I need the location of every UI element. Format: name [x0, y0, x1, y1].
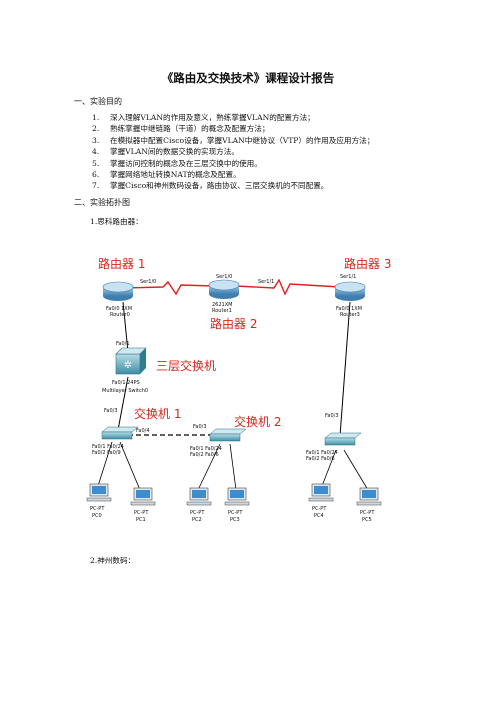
port-fa03c: Fa0/3: [325, 413, 339, 419]
pc1-icon[interactable]: [130, 487, 156, 506]
port-ser10-b: Ser1/0: [216, 274, 232, 280]
subheading-cisco: 1.思科路由器：: [90, 217, 143, 226]
link-sw1-pc1: [119, 441, 141, 491]
sw1-ports2: Fa0/2 Fa0/9: [92, 450, 121, 456]
link-ms-sw1: [117, 376, 129, 431]
item-text: 掌握网络地址转换NAT的概念及配置。: [110, 170, 241, 180]
section2-heading: 二、实验拓扑图: [74, 198, 130, 207]
pc3-name: PC3: [230, 517, 240, 523]
pc1-type: PC-PT: [134, 510, 149, 516]
sw2-ports2: Fa0/2 Fa0/6: [190, 452, 219, 458]
pc3-type: PC-PT: [228, 510, 243, 516]
item-number: 5.: [92, 158, 100, 168]
pc1-name: PC1: [136, 517, 146, 523]
router3-name: Router3: [340, 312, 360, 318]
switch2-icon[interactable]: [209, 428, 247, 442]
router0-name: Router0: [110, 312, 130, 318]
label-router1: 路由器 1: [98, 256, 145, 271]
item-number: 3.: [92, 135, 100, 145]
pc0-name: PC0: [92, 513, 102, 519]
ms-name: Multilayer Switch0: [102, 388, 148, 394]
list-item: 1. 深入理解VLAN的作用及意义，熟练掌握VLAN的配置方法；: [92, 112, 374, 123]
objectives-list: 1. 深入理解VLAN的作用及意义，熟练掌握VLAN的配置方法； 2. 熟练掌握中继…: [92, 112, 374, 192]
sw3-ports2: Fa0/2 Fa0/6: [306, 456, 335, 462]
topology-diagram: ✲ 路由器 1: [86, 256, 391, 523]
router3-model: Fa0/0 1XM: [336, 306, 362, 312]
label-switch2: 交换机 2: [234, 414, 281, 429]
serial-link-r0-r1: [122, 280, 214, 296]
pc2-icon[interactable]: [186, 487, 212, 506]
label-switch1: 交换机 1: [134, 406, 181, 421]
item-text: 掌握VLAN间的数据交换的实现方法。: [110, 147, 239, 157]
port-ser10-a: Ser1/0: [140, 279, 156, 285]
item-number: 1.: [92, 113, 100, 122]
pc4-icon[interactable]: [308, 483, 334, 502]
pc5-name: PC5: [362, 517, 372, 523]
serial-link-r1-r3: [235, 278, 341, 296]
port-fa04: Fa0/4: [136, 428, 150, 434]
item-text: 掌握Cisco和神州数码设备，路由协议、三层交换机的不同配置。: [110, 181, 329, 191]
port-ser11-a: Ser1/1: [258, 279, 274, 285]
list-item: 2. 熟练掌握中继链路（干道）的概念及配置方法；: [92, 123, 374, 134]
pc2-name: PC2: [192, 517, 202, 523]
list-item: 3. 在模拟器中配置Cisco设备，掌握VLAN中继协议（VTP）的作用及应用方法…: [92, 135, 374, 146]
router3-icon[interactable]: [334, 281, 366, 301]
link-sw2-pc3: [229, 443, 237, 491]
pc5-icon[interactable]: [356, 487, 382, 506]
label-router2: 路由器 2: [210, 316, 257, 331]
link-r0-ms: [122, 301, 129, 353]
svg-text:✲: ✲: [124, 360, 132, 371]
router0-model: Fa0/0 1XM: [106, 306, 132, 312]
link-sw3-pc5: [343, 449, 369, 491]
pc0-type: PC-PT: [90, 506, 105, 512]
pc4-name: PC4: [314, 513, 324, 519]
list-item: 6. 掌握网络地址转换NAT的概念及配置。: [92, 169, 374, 180]
router0-icon[interactable]: [102, 281, 134, 301]
port-fa01: Fa0/1: [116, 341, 130, 347]
list-item: 4. 掌握VLAN间的数据交换的实现方法。: [92, 146, 374, 157]
link-sw2-pc2: [197, 443, 221, 491]
router1-icon[interactable]: [208, 279, 240, 299]
pc3-icon[interactable]: [224, 487, 250, 506]
label-l3switch: 三层交换机: [156, 358, 216, 373]
item-number: 7.: [92, 181, 100, 191]
sw2-ports: Fa0/1 Fa0/24: [190, 446, 222, 452]
item-text: 掌握访问控制的概念及在三层交换中的使用。: [110, 158, 262, 168]
switch3-icon[interactable]: [324, 432, 362, 446]
port-ser11-b: Ser1/1: [340, 274, 356, 280]
sw3-ports: Fa0/1 Fa0/24: [306, 450, 338, 456]
item-number: 6.: [92, 170, 100, 180]
router1-model: 2621XM: [212, 302, 232, 308]
link-sw3-pc4: [321, 449, 337, 487]
list-item: 7. 掌握Cisco和神州数码设备，路由协议、三层交换机的不同配置。: [92, 180, 374, 191]
item-text: 在模拟器中配置Cisco设备，掌握VLAN中继协议（VTP）的作用及应用方法；: [110, 135, 375, 145]
pc5-type: PC-PT: [360, 510, 375, 516]
item-number: 4.: [92, 147, 100, 157]
page-title: 《路由及交换技术》课程设计报告: [161, 71, 335, 85]
port-fa03a: Fa0/3: [104, 408, 118, 414]
item-text: 深入理解VLAN的作用及意义，熟练掌握VLAN的配置方法；: [110, 113, 315, 122]
sw1-ports: Fa0/1 Fa0/24: [92, 444, 124, 450]
switch1-icon[interactable]: [101, 426, 139, 440]
router1-name: Router1: [212, 308, 232, 314]
subheading-dcn: 2.神州数码：: [90, 556, 136, 565]
section1-heading: 一、实验目的: [74, 97, 122, 106]
port-fa03b: Fa0/3: [193, 424, 207, 430]
pc2-type: PC-PT: [190, 510, 205, 516]
pc4-type: PC-PT: [312, 506, 327, 512]
link-r3-sw3: [339, 301, 351, 437]
list-item: 5. 掌握访问控制的概念及在三层交换中的使用。: [92, 158, 374, 169]
multilayer-switch-icon[interactable]: ✲: [115, 347, 147, 375]
label-router3: 路由器 3: [344, 256, 391, 271]
link-sw1-pc0: [97, 441, 113, 487]
pc0-icon[interactable]: [86, 483, 112, 502]
item-text: 熟练掌握中继链路（干道）的概念及配置方法；: [110, 124, 270, 134]
ms-model: Fa0/1 24PS: [112, 380, 140, 386]
item-number: 2.: [92, 124, 100, 134]
